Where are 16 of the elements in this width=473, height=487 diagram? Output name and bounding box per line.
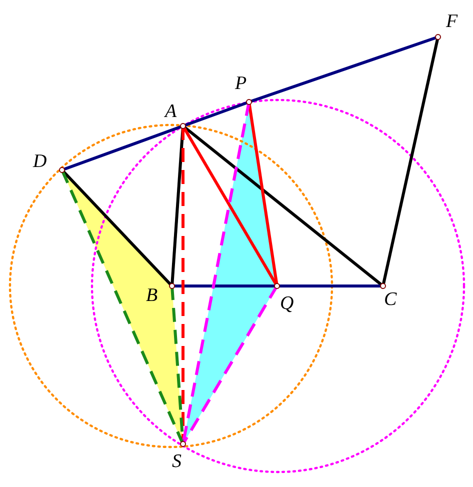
point-label: B	[146, 286, 158, 306]
line-segment	[248, 36, 438, 104]
point-label: F	[446, 12, 458, 32]
point-label: Q	[280, 294, 294, 314]
point-label: D	[33, 152, 47, 172]
point-label: S	[172, 452, 182, 472]
line-segment	[382, 36, 440, 286]
line-segment	[172, 284, 277, 288]
point-label: A	[165, 102, 177, 122]
dashed-segment	[182, 285, 278, 445]
line-segment	[277, 284, 383, 288]
point-label: C	[384, 290, 397, 310]
line-segment	[61, 124, 184, 172]
line-segment	[248, 102, 278, 286]
point-label: P	[235, 74, 247, 94]
line-segment	[182, 100, 250, 128]
